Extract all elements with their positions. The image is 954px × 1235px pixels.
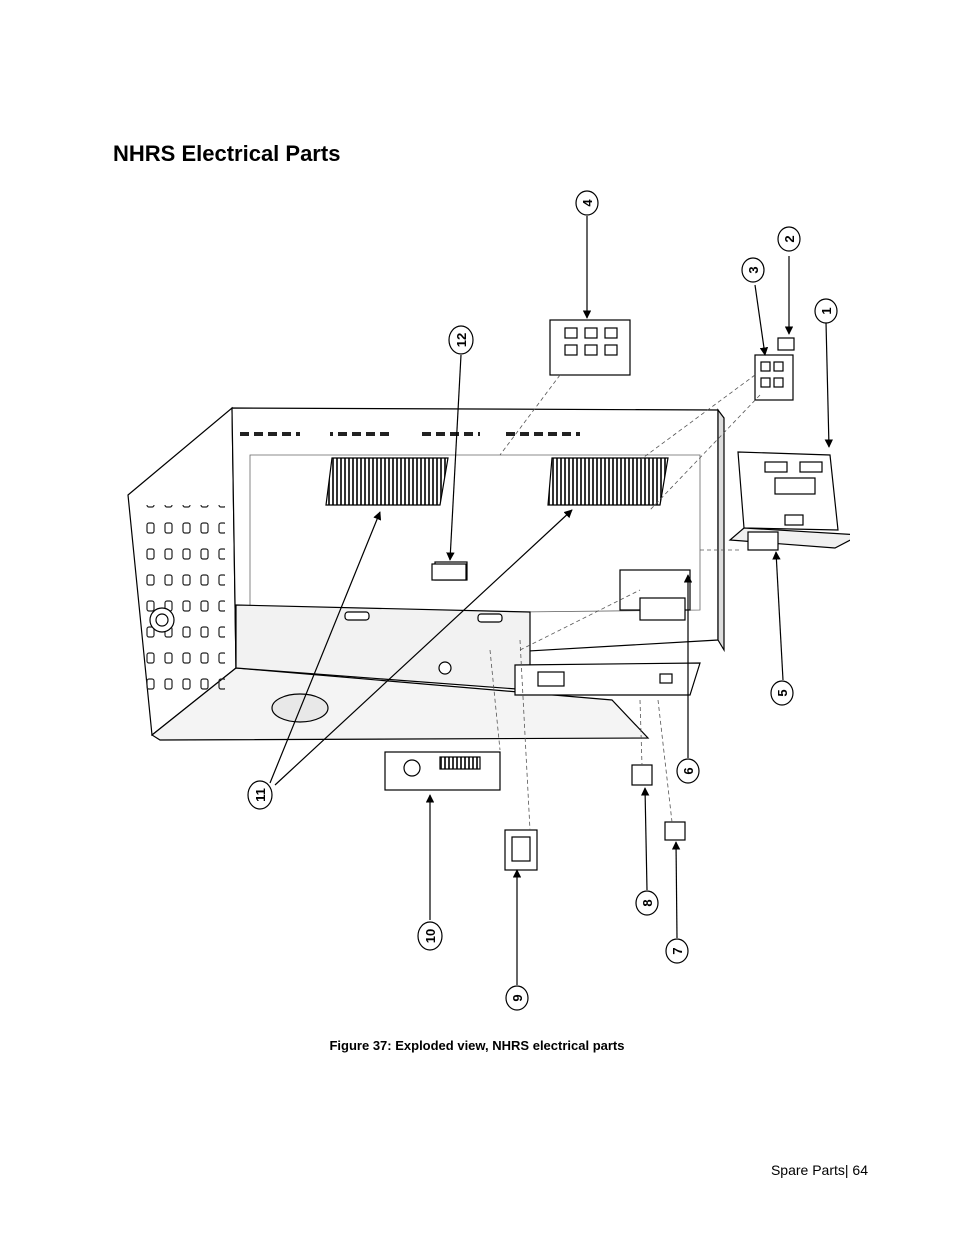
callout-4: 4 <box>580 199 595 207</box>
callout-8: 8 <box>640 899 655 906</box>
exploded-view-figure: 1 2 3 4 5 6 7 8 9 10 11 12 <box>127 190 850 1011</box>
callout-3: 3 <box>746 266 761 273</box>
callout-11: 11 <box>253 788 268 802</box>
callout-2: 2 <box>782 235 797 242</box>
callout-6: 6 <box>681 767 696 774</box>
callout-1: 1 <box>819 307 834 314</box>
footer-section: Spare Parts <box>770 1162 845 1178</box>
callout-7: 7 <box>670 947 685 954</box>
page-title: NHRS Electrical Parts <box>113 141 341 166</box>
explode-lines <box>489 374 761 831</box>
footer-page-number: 64 <box>852 1162 868 1178</box>
leader-arrows <box>269 216 834 985</box>
chassis <box>127 406 725 741</box>
figure-caption: Figure 37: Exploded view, NHRS electrica… <box>329 1038 625 1053</box>
footer-separator: | <box>844 1162 849 1178</box>
exploded-parts <box>384 319 850 871</box>
callout-9: 9 <box>510 994 525 1001</box>
callout-10: 10 <box>423 929 438 943</box>
callout-5: 5 <box>775 689 790 696</box>
callout-12: 12 <box>454 333 469 347</box>
callout-labels: 1 2 3 4 5 6 7 8 9 10 11 12 <box>247 190 838 1011</box>
page-footer: Spare Parts| 64 <box>771 1162 868 1178</box>
